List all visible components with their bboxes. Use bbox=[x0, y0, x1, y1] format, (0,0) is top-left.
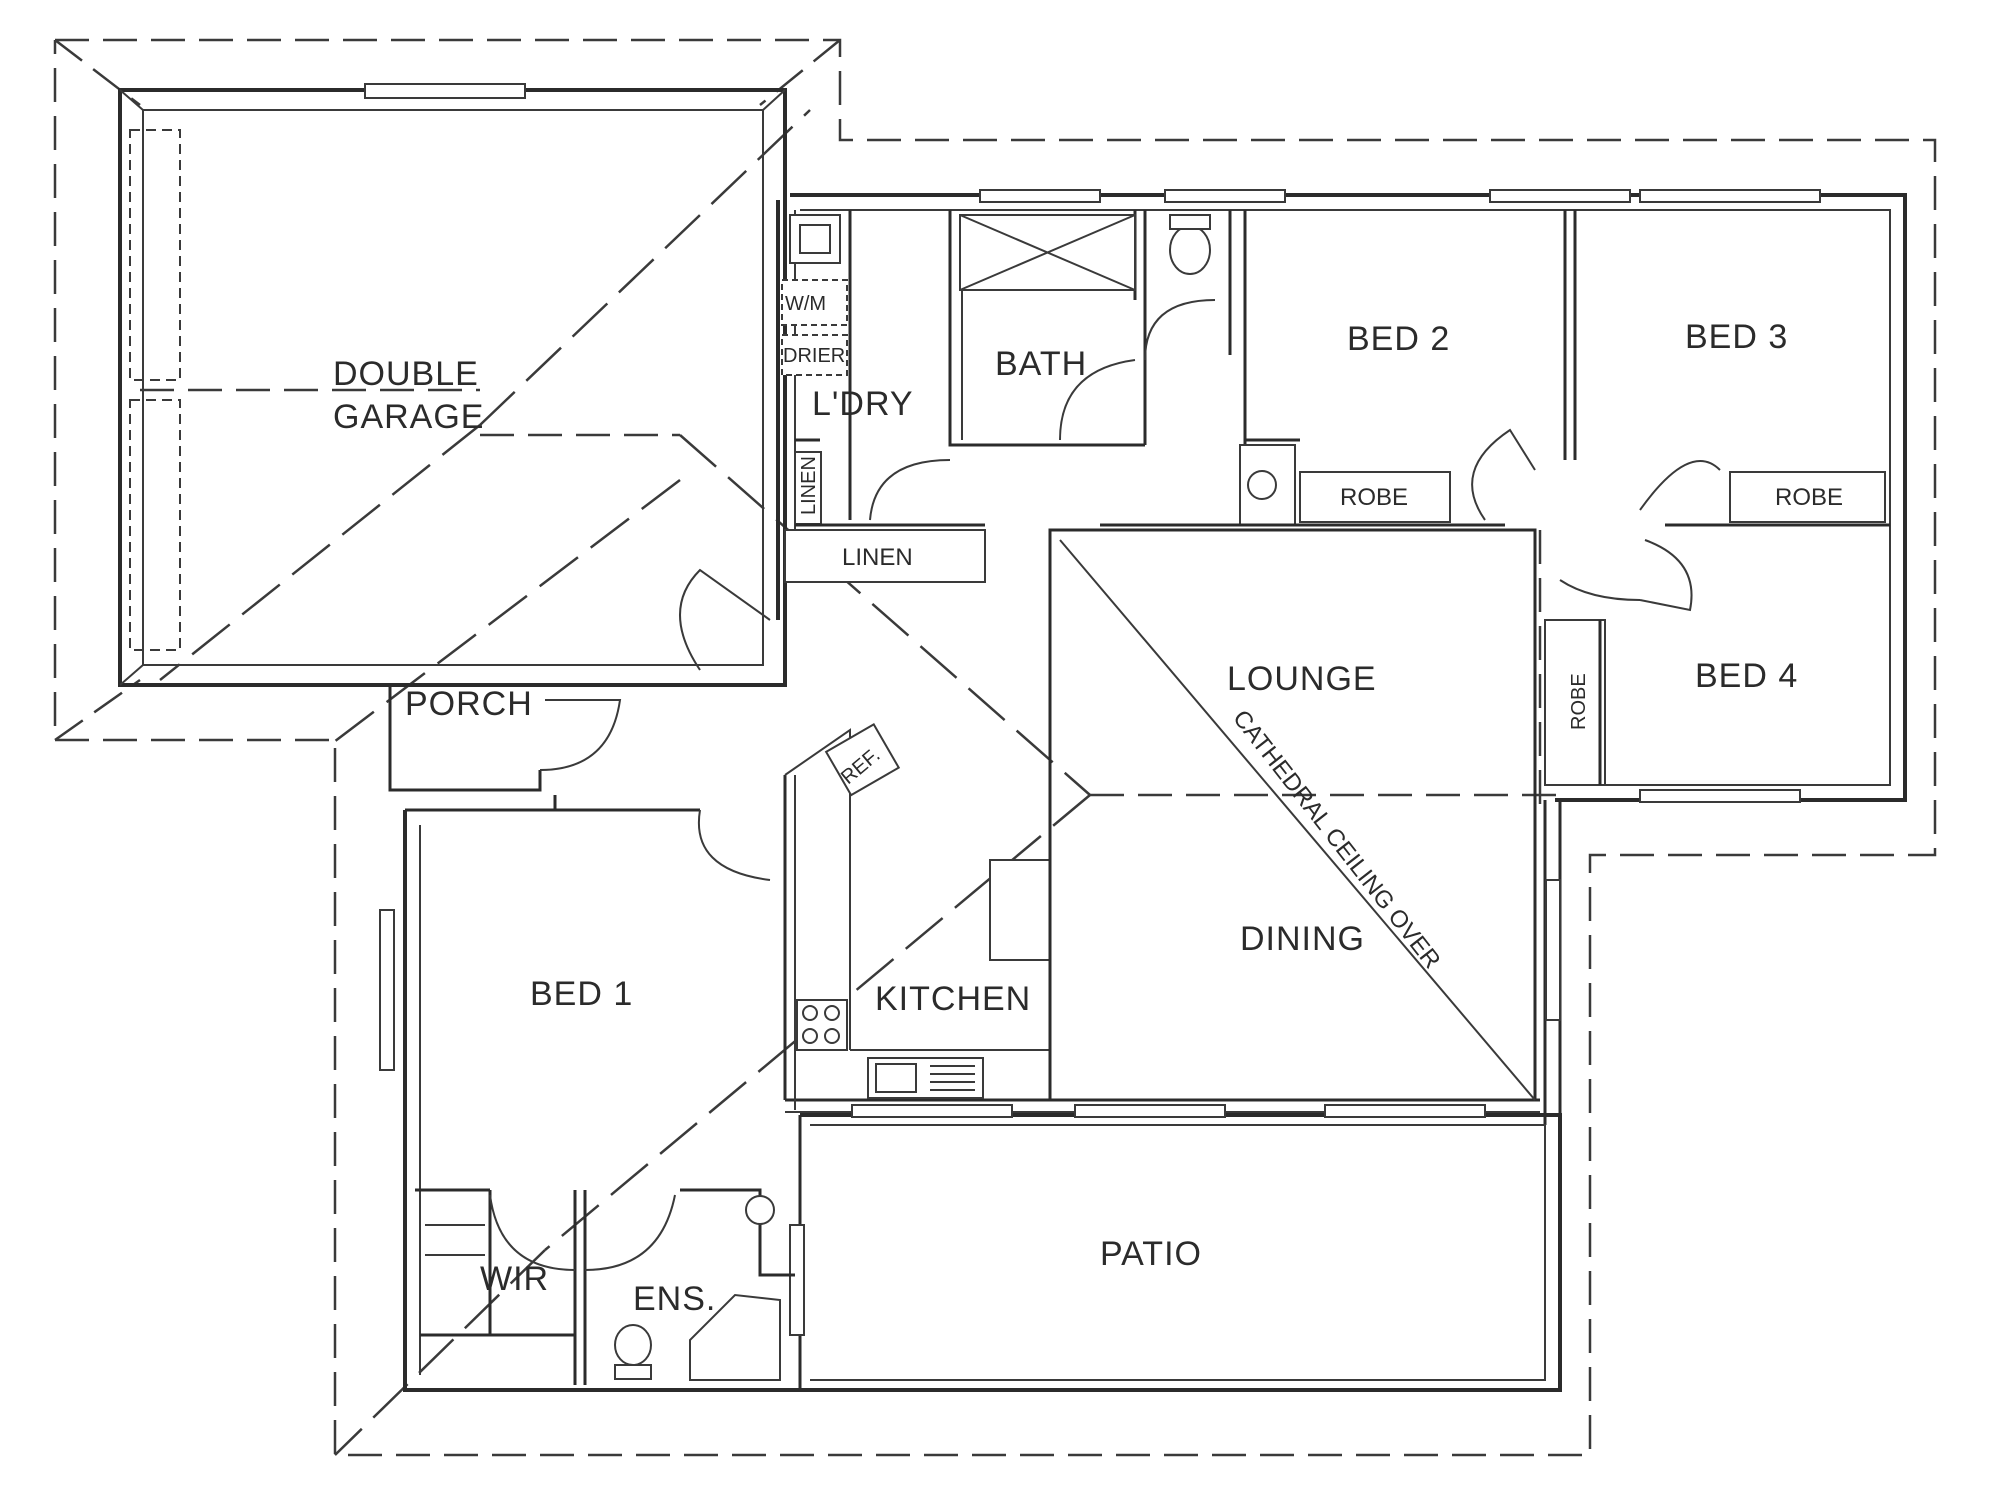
label-robe-bed3: ROBE bbox=[1775, 484, 1843, 511]
room-label-bath: BATH bbox=[995, 345, 1087, 383]
room-label-dining: DINING bbox=[1240, 920, 1365, 958]
room-label-kitchen: KITCHEN bbox=[875, 980, 1031, 1018]
room-label-lounge: LOUNGE bbox=[1227, 660, 1377, 698]
room-label-bed4: BED 4 bbox=[1695, 657, 1798, 695]
room-label-bed3: BED 3 bbox=[1685, 318, 1788, 356]
garage-walls bbox=[118, 83, 787, 687]
windows bbox=[379, 189, 1821, 1336]
label-robe-bed2: ROBE bbox=[1340, 484, 1408, 511]
room-label-laundry: L'DRY bbox=[812, 385, 914, 423]
doors bbox=[489, 299, 1721, 1271]
fixture-labels: W/M DRIER LINEN LINEN ROBE ROBE ROBE REF… bbox=[783, 293, 1843, 789]
room-label-bed1: BED 1 bbox=[530, 975, 633, 1013]
room-label-garage-1: DOUBLE bbox=[333, 355, 479, 393]
label-drier: DRIER bbox=[783, 345, 845, 367]
label-linen-horizontal: LINEN bbox=[842, 544, 913, 571]
room-label-garage-2: GARAGE bbox=[333, 398, 484, 436]
room-label-ensuite: ENS. bbox=[633, 1280, 716, 1318]
fixtures bbox=[425, 214, 1277, 1381]
label-robe-bed4: ROBE bbox=[1568, 673, 1590, 730]
room-label-porch: PORCH bbox=[405, 685, 533, 723]
room-label-bed2: BED 2 bbox=[1347, 320, 1450, 358]
room-labels: DOUBLE GARAGE L'DRY BATH BED 2 BED 3 BED… bbox=[333, 318, 1798, 1318]
room-label-wir: WIR bbox=[480, 1260, 549, 1298]
label-linen-vertical: LINEN bbox=[798, 456, 820, 515]
room-label-patio: PATIO bbox=[1100, 1235, 1202, 1273]
label-washing-machine: W/M bbox=[785, 293, 826, 315]
